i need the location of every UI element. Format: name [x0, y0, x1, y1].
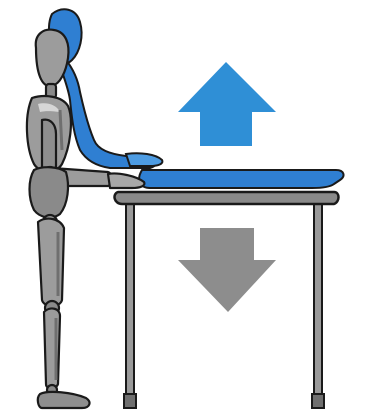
mannequin-shin	[44, 309, 60, 389]
desk-leg-left	[126, 202, 134, 394]
raise-arrow-icon	[178, 62, 276, 146]
desk-foot-left	[124, 394, 136, 408]
lower-arrow-icon	[178, 228, 276, 312]
mannequin-thigh	[38, 219, 64, 306]
desk-leg-right	[314, 202, 322, 394]
desk-foot-right	[312, 394, 324, 408]
desk-top	[115, 192, 339, 204]
mannequin-pelvis	[30, 167, 69, 217]
ghost-back	[60, 60, 155, 168]
ghost-desktop-raised	[139, 170, 343, 188]
mannequin-foot	[38, 392, 90, 408]
ghost-hand	[126, 153, 162, 166]
mannequin-upper-arm	[42, 120, 56, 174]
